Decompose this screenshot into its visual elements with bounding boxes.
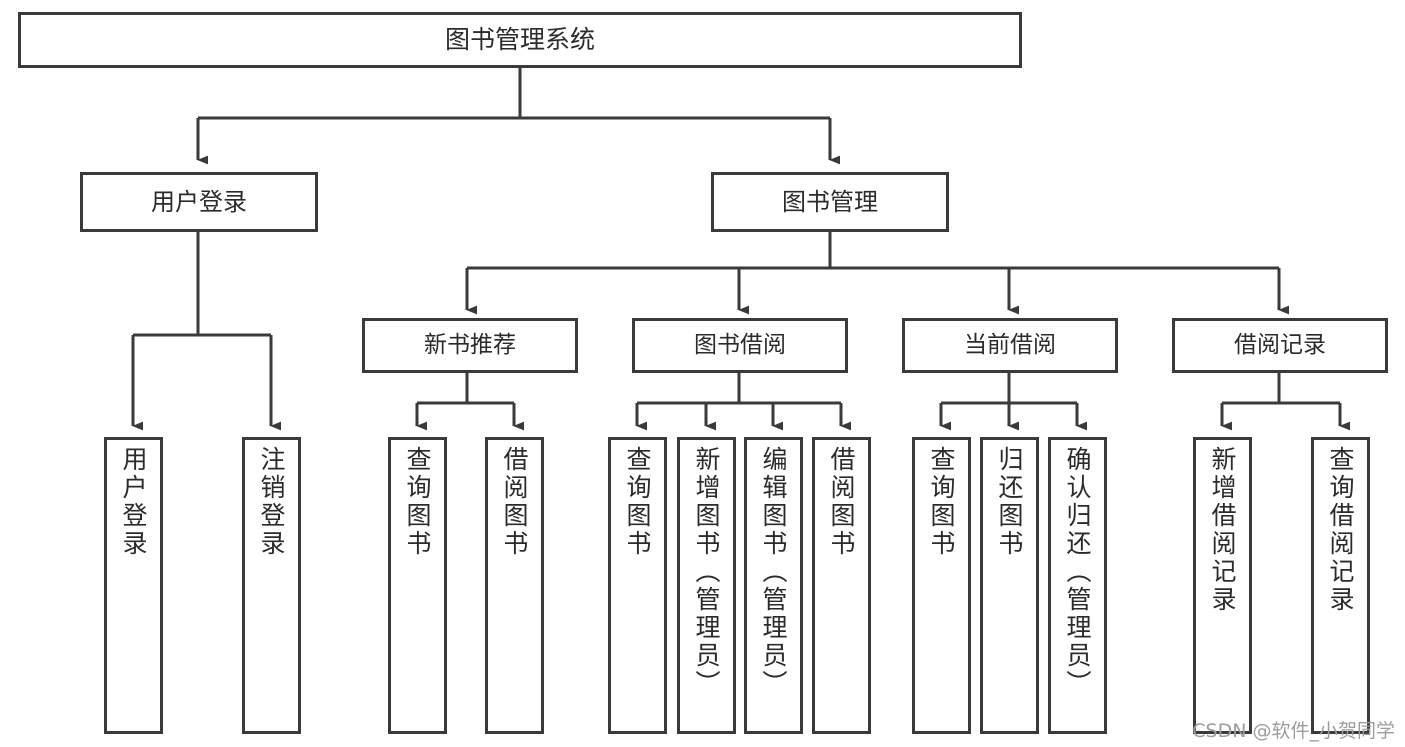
node-borrow-record[interactable]: 借阅记录 bbox=[1172, 318, 1388, 373]
node-label: 编辑图书（管理员） bbox=[759, 446, 788, 698]
node-label: 查询图书 bbox=[403, 446, 432, 558]
node-label: 图书管理 bbox=[782, 187, 878, 216]
node-book-borrow[interactable]: 图书借阅 bbox=[632, 318, 848, 373]
node-label: 新书推荐 bbox=[424, 331, 516, 358]
node-label: 用户登录 bbox=[151, 187, 247, 216]
leaf-edit-book-admin[interactable]: 编辑图书（管理员） bbox=[744, 437, 803, 734]
watermark-text: CSDN @软件_小贺同学 bbox=[1192, 720, 1395, 742]
node-label: 新增图书（管理员） bbox=[692, 446, 721, 698]
leaf-user-login[interactable]: 用户登录 bbox=[104, 437, 163, 734]
leaf-query-book-current[interactable]: 查询图书 bbox=[912, 437, 971, 734]
node-label: 注销登录 bbox=[257, 446, 286, 558]
leaf-borrow-book[interactable]: 借阅图书 bbox=[812, 437, 871, 734]
node-label: 查询图书 bbox=[927, 446, 956, 558]
node-book-management[interactable]: 图书管理 bbox=[711, 172, 949, 232]
node-label: 确认归还（管理员） bbox=[1063, 446, 1092, 698]
node-current-borrow[interactable]: 当前借阅 bbox=[902, 318, 1118, 373]
leaf-logout[interactable]: 注销登录 bbox=[242, 437, 301, 734]
node-label: 借阅记录 bbox=[1234, 331, 1326, 358]
node-label: 图书借阅 bbox=[694, 331, 786, 358]
leaf-query-book-borrow[interactable]: 查询图书 bbox=[608, 437, 667, 734]
leaf-add-book-admin[interactable]: 新增图书（管理员） bbox=[677, 437, 736, 734]
node-label: 图书管理系统 bbox=[444, 25, 595, 55]
leaf-query-book-recommend[interactable]: 查询图书 bbox=[388, 437, 447, 734]
node-label: 当前借阅 bbox=[964, 331, 1056, 358]
node-book-management-system[interactable]: 图书管理系统 bbox=[18, 12, 1022, 68]
node-user-login[interactable]: 用户登录 bbox=[80, 172, 318, 232]
leaf-return-book[interactable]: 归还图书 bbox=[980, 437, 1039, 734]
node-label: 借阅图书 bbox=[827, 446, 856, 558]
leaf-borrow-book-recommend[interactable]: 借阅图书 bbox=[485, 437, 544, 734]
node-label: 查询借阅记录 bbox=[1326, 446, 1355, 614]
node-label: 新增借阅记录 bbox=[1208, 446, 1237, 614]
node-new-book-recommend[interactable]: 新书推荐 bbox=[362, 318, 578, 373]
leaf-add-borrow-record[interactable]: 新增借阅记录 bbox=[1193, 437, 1252, 734]
node-label: 用户登录 bbox=[119, 446, 148, 558]
leaf-confirm-return-admin[interactable]: 确认归还（管理员） bbox=[1048, 437, 1107, 734]
node-label: 归还图书 bbox=[995, 446, 1024, 558]
node-label: 借阅图书 bbox=[500, 446, 529, 558]
node-label: 查询图书 bbox=[623, 446, 652, 558]
leaf-query-borrow-record[interactable]: 查询借阅记录 bbox=[1311, 437, 1370, 734]
